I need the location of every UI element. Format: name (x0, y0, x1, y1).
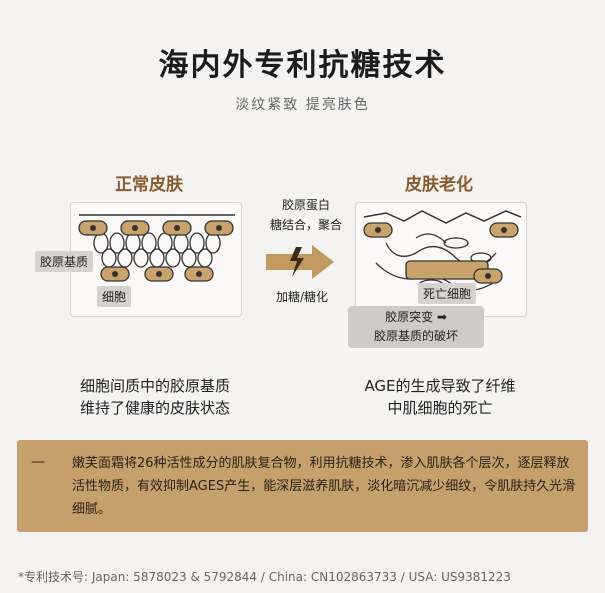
page-subtitle: 淡纹紧致 提亮肤色 (235, 97, 370, 113)
page-title: 海内外专利抗糖技术 (158, 48, 447, 83)
collagen-matrix-tag: 胶原基质 (35, 251, 94, 272)
aging-desc-line2: 中肌细胞的死亡 (387, 399, 493, 417)
normal-skin-title: 正常皮肤 (115, 175, 183, 195)
info-dash: — (31, 454, 45, 470)
patent-footnote: *专利技术号: Japan: 5878023 & 5792844 / China… (18, 570, 511, 584)
glycation-arrow-icon (266, 245, 334, 279)
normal-skin-illustration (78, 214, 235, 282)
arrow-bottom-label: 加糖/糖化 (275, 290, 329, 304)
aging-desc-line1: AGE的生成导致了纤维 (364, 377, 516, 395)
arrow-top-label: 胶原蛋白 糖结合，聚合 (266, 195, 346, 235)
cell-tag: 细胞 (97, 286, 132, 307)
arrow-top-line2: 糖结合，聚合 (269, 218, 342, 232)
dead-cell-tag: 死亡细胞 (418, 283, 477, 304)
normal-skin-description: 细胞间质中的胶原基质 维持了健康的皮肤状态 (55, 375, 255, 419)
product-info-box: — 嫩芙面霜将26种活性成分的肌肤复合物，利用抗糖技术，渗入肌肤各个层次，逐层释… (17, 440, 588, 532)
normal-desc-line1: 细胞间质中的胶原基质 (79, 377, 230, 395)
arrow-top-line1: 胶原蛋白 (281, 198, 330, 212)
collagen-mutation-callout: 胶原突变 ➡ 胶原基质的破坏 (348, 306, 484, 348)
normal-skin-diagram (70, 202, 242, 317)
callout-line2: 胶原基质的破坏 (373, 329, 458, 343)
normal-desc-line2: 维持了健康的皮肤状态 (79, 399, 230, 417)
callout-line1: 胶原突变 ➡ (385, 310, 447, 324)
product-info-text: 嫩芙面霜将26种活性成分的肌肤复合物，利用抗糖技术，渗入肌肤各个层次，逐层释放活… (72, 456, 576, 517)
aging-skin-illustration (363, 210, 522, 292)
aging-skin-title: 皮肤老化 (405, 175, 473, 195)
aging-skin-description: AGE的生成导致了纤维 中肌细胞的死亡 (340, 375, 540, 419)
